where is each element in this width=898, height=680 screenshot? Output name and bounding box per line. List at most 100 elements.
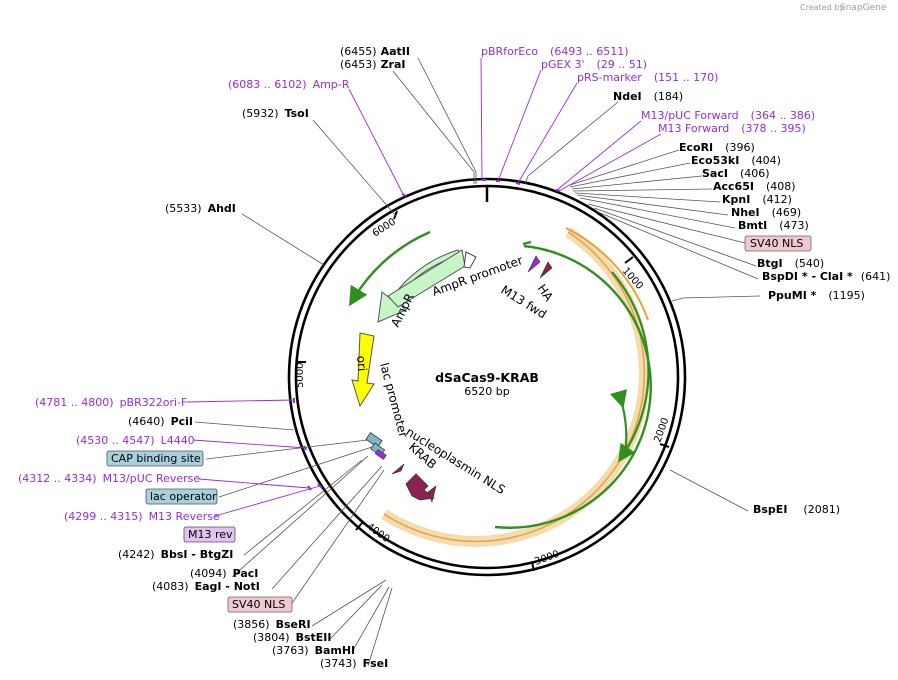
site-pos-bamhi: (3763) [272, 644, 309, 657]
site-pos-saci: (406) [740, 167, 770, 180]
primer-label-m13-forward: M13 Forward(378 .. 395) [658, 122, 806, 135]
site-name-eco53ki: Eco53kI [691, 154, 739, 167]
site-name-ppumi: PpuMI * [768, 289, 817, 302]
site-pos-bmti: (473) [779, 219, 809, 232]
primer-leader-lines [186, 57, 662, 517]
site-pos-kpni: (412) [762, 193, 792, 206]
cas9-feature-outline [383, 231, 646, 543]
site-name-bamhi: BamHI [315, 644, 356, 657]
feature-badge-m13-rev [183, 526, 236, 543]
site-pos-pcii: (4640) [128, 415, 165, 428]
ha-arrow [539, 261, 553, 279]
site-name-bsteii: BstEII [296, 631, 332, 644]
site-pos-bspei: (2081) [803, 503, 840, 516]
svg-text:(3856)BseRI: (3856) BseRI [233, 618, 311, 631]
site-name-btgi: BtgI [757, 257, 783, 270]
svg-text:(3743)FseI: (3743)FseI [320, 657, 388, 670]
feature-label-ori: ori [354, 355, 369, 372]
site-name-aatii: AatII [381, 45, 410, 58]
svg-text:KpnI(412): KpnI(412) [722, 193, 792, 206]
svg-text:EcoRI(396): EcoRI(396) [679, 141, 755, 154]
ampr-promoter-arrow [463, 251, 477, 269]
svg-text:(5533)AhdI: (5533)AhdI [165, 202, 236, 215]
site-pos-nhei: (469) [772, 206, 802, 219]
primer-label-m13-reverse: (4299 .. 4315)M13 Reverse [64, 510, 220, 523]
primer-label-l4440: (4530 .. 4547)L4440 [76, 434, 195, 447]
site-name-bspdi: BspDI * - ClaI * [762, 270, 853, 283]
feature-badge-sv40-nls-top-text: SV40 NLS [750, 237, 803, 250]
svg-text:BspEI(2081): BspEI(2081) [753, 503, 840, 516]
site-pos-paci: (4094) [190, 567, 227, 580]
site-pos-beri: (3856) [233, 618, 270, 631]
svg-text:NdeI(184): NdeI (184) [613, 90, 683, 103]
feature-badge-sv40-nls-bottom-text: SV40 NLS [232, 598, 285, 611]
orf-arc-ampr [349, 230, 431, 307]
feature-badge-sv40-nls-top [744, 235, 812, 252]
feature-badge-cap-binding-site-text: CAP binding site [111, 452, 201, 465]
feature-label-ha: HA [535, 282, 557, 305]
site-name-bbsi: BbsI - BtgZI [161, 548, 234, 561]
primer-label-amp-r: (6083 .. 6102)Amp-R [228, 78, 350, 91]
svg-text:BspDI * - ClaI *(641): BspDI * - ClaI * (641) [762, 270, 890, 283]
svg-text:(6453)ZraI: (6453)ZraI [340, 58, 406, 71]
site-name-paci: PacI [233, 567, 259, 580]
svg-text:SacI(406): SacI (406) [702, 167, 770, 180]
primer-label-pbr322ori-f: (4781 .. 4800)pBR322ori-F [35, 396, 187, 409]
site-pos-acc65i: (408) [766, 180, 796, 193]
svg-text:(4242)BbsI - BtgZI: (4242) BbsI - BtgZI [118, 548, 233, 561]
site-pos-aatii: (6455) [340, 45, 377, 58]
site-pos-bspdi: (641) [861, 270, 891, 283]
orf-arc-inner [494, 244, 652, 529]
feature-label-lac-promoter: lac promoter [377, 361, 410, 439]
svg-text:BmtI(473): BmtI (473) [738, 219, 809, 232]
svg-text:(4640)PciI: (4640) PciI [128, 415, 193, 428]
snapgene-logo-text: SnapGene [840, 3, 887, 13]
site-pos-btgi: (540) [795, 257, 825, 270]
svg-text:PpuMI *(1195): PpuMI * (1195) [768, 289, 865, 302]
svg-text:Eco53kI(404): Eco53kI(404) [691, 154, 781, 167]
site-name-bseri: BseRI [276, 618, 311, 631]
site-name-acc65i: Acc65I [713, 180, 754, 193]
svg-text:(3763)BamHI: (3763) BamHI [272, 644, 355, 657]
site-name-tsoi: TsoI [285, 107, 309, 120]
site-pos-ppumi: (1195) [828, 289, 865, 302]
backbone-outer-ring [287, 177, 687, 577]
svg-text:(6455)AatII: (6455) AatII [340, 45, 410, 58]
site-pos-ahdi: (5533) [165, 202, 202, 215]
svg-text:(4094)PacI: (4094) PacI [190, 567, 258, 580]
site-name-pcii: PciI [171, 415, 193, 428]
m13-fwd-arrow [527, 255, 541, 273]
primer-label-prs-marker: pRS-marker(151 .. 170) [577, 71, 718, 84]
site-name-bmti: BmtI [738, 219, 767, 232]
svg-text:(4083)EagI - NotI: (4083) EagI - NotI [152, 580, 260, 593]
svg-text:Acc65I(408): Acc65I (408) [713, 180, 796, 193]
svg-text:(3804)BstEII: (3804) BstEII [253, 631, 331, 644]
site-pos-bsteii: (3804) [253, 631, 290, 644]
site-pos-ecori: (396) [725, 141, 755, 154]
svg-text:NheI(469): NheI(469) [731, 206, 801, 219]
feature-badge-sv40-nls-bottom [227, 596, 293, 613]
svg-text:BtgI(540): BtgI (540) [757, 257, 824, 270]
ampr-arrow [387, 249, 466, 308]
primer-label-m13-puc-forward: M13/pUC Forward(364 .. 386) [641, 109, 815, 122]
site-name-ndei: NdeI [613, 90, 642, 103]
site-name-eagi: EagI - NotI [195, 580, 260, 593]
site-name-saci: SacI [702, 167, 728, 180]
tick-marks [297, 210, 670, 572]
feature-badge-lac-operator [145, 488, 218, 505]
site-name-zrai: ZraI [381, 58, 406, 71]
site-name-fsei: FseI [363, 657, 389, 670]
site-pos-bbsi: (4242) [118, 548, 155, 561]
site-pos-tsoi: (5932) [242, 107, 279, 120]
site-pos-ndei: (184) [654, 90, 684, 103]
tick-label-5000: 5000 [295, 363, 306, 388]
feature-badge-cap-binding-site [106, 450, 204, 467]
feature-badge-lac-operator-text: lac operator [150, 490, 217, 503]
primer-label-pgex3: pGEX 3'(29 .. 51) [541, 58, 647, 71]
ori-arrow [351, 332, 375, 408]
plasmid-size: 6520 bp [464, 385, 509, 398]
site-pos-eagi: (4083) [152, 580, 189, 593]
cap-binding-site-feature [365, 432, 383, 448]
credit-text: Created by [800, 3, 844, 12]
